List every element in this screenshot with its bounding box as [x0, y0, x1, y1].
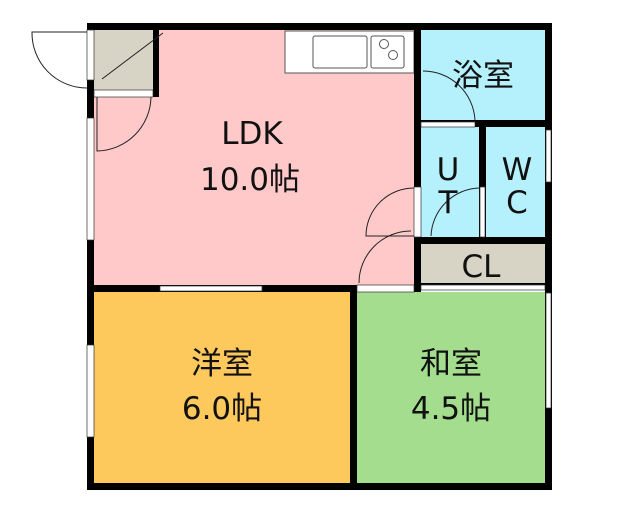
ldk-door-icon: [96, 96, 152, 152]
western-room: [94, 292, 350, 483]
window-ldk-left: [86, 117, 95, 241]
bath-label: 浴室: [452, 58, 514, 94]
closet-label: CL: [462, 249, 502, 285]
openings: [86, 29, 552, 438]
toilet-door-icon: [430, 187, 480, 237]
window-closet: [420, 284, 546, 291]
window-western: [86, 344, 95, 438]
hall-door-icon: [358, 230, 412, 284]
ldk-size: 10.0帖: [200, 162, 300, 198]
wc-label-w: W: [502, 152, 533, 188]
western-size: 6.0帖: [182, 391, 262, 427]
entrance-door-icon: [31, 31, 88, 89]
kitchen-counter: [284, 30, 415, 74]
utility-door-icon: [365, 187, 415, 237]
window-wc: [545, 129, 552, 183]
ut-label-t: T: [438, 185, 459, 221]
ut-label-u: U: [437, 152, 460, 188]
entrance-storage: [94, 30, 153, 90]
entrance-door-gap: [86, 29, 95, 81]
sink-icon: [312, 35, 368, 69]
bath-door-icon: [422, 70, 476, 121]
bath-room: [421, 30, 545, 120]
western-label: 洋室: [191, 346, 253, 382]
window-japanese: [545, 292, 552, 409]
utility-room: [421, 127, 479, 237]
ldk-label: LDK: [221, 116, 283, 152]
toilet-room: [486, 127, 545, 237]
japanese-label: 和室: [420, 346, 482, 382]
wc-label-c: C: [506, 185, 528, 221]
door-swings: [31, 31, 480, 284]
closet: [421, 244, 545, 283]
japanese-room: [357, 292, 545, 483]
japanese-size: 4.5帖: [411, 391, 491, 427]
window-ldk-bottom: [159, 285, 263, 292]
